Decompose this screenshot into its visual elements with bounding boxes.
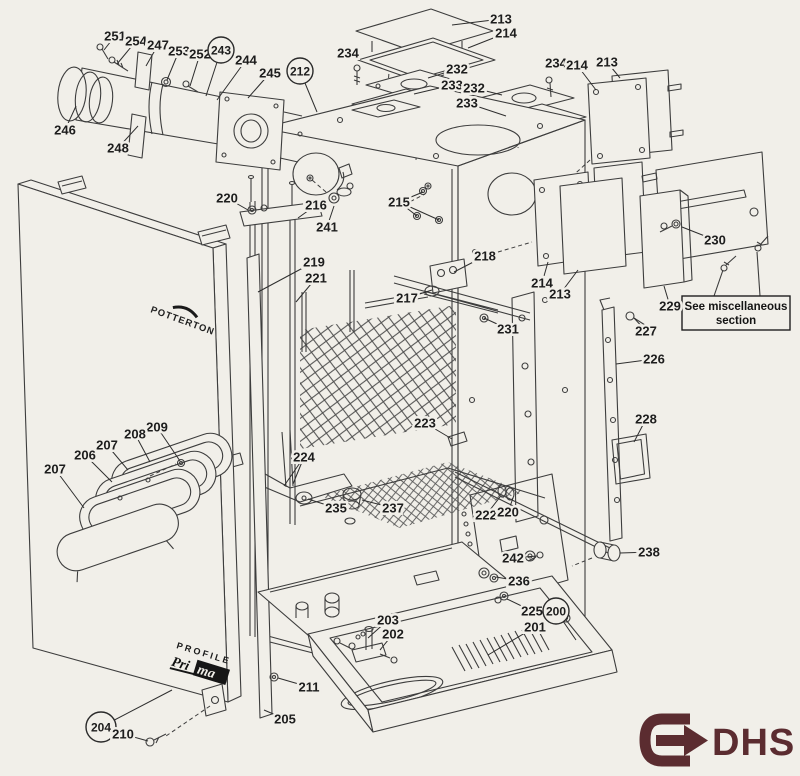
part-label: 222 [475,508,497,523]
part-label: 226 [643,352,665,367]
part-label: 237 [382,501,404,516]
note-line-2: section [716,315,756,327]
part-label: 245 [259,66,281,81]
part-label: 215 [388,195,410,210]
part-label: 231 [497,322,519,337]
part-label: 248 [107,141,129,156]
part-label: 213 [490,12,512,27]
rail-226 [599,297,623,542]
cabinet-shell [221,85,621,691]
frame-228 [611,433,651,485]
part-label: 241 [316,220,338,235]
part-label: 229 [659,299,681,314]
base-tray [257,541,521,643]
part-label: 227 [635,324,657,339]
base-fixings [478,551,544,604]
part-label: 217 [396,291,418,306]
circled-part-label [85,711,117,743]
front-door-panel: POTTERTON PROFILE Pri [17,175,273,747]
part-label: 204 [91,721,111,735]
part-label: 214 [495,26,517,41]
part-label: 233 [456,96,478,111]
door-hinge-bracket [145,683,227,747]
part-label: 214 [531,276,553,291]
part-label: 254 [125,34,147,49]
part-label: 221 [305,271,327,286]
part-label: 247 [147,38,169,53]
screw-234-left [353,64,361,85]
part-label: 203 [377,613,399,628]
note-box: See miscellaneous section [681,251,791,331]
part-label: 212 [290,65,310,79]
part-label: 220 [216,191,238,206]
part-label: 207 [44,462,66,477]
injector-manifold [364,258,531,323]
right-side-parts [533,151,769,542]
part-label: 213 [596,55,618,70]
burner-drawer [269,575,618,733]
part-label: 235 [325,501,347,516]
gas-inlet-pipe [454,471,621,567]
top-right-plates [587,69,684,165]
part-label: 243 [211,44,231,58]
part-label: 225 [521,604,543,619]
flue-assembly [57,43,303,171]
part-label: 216 [305,198,327,213]
svg-text:ma: ma [195,663,216,683]
publisher-logo: DHS [639,713,795,767]
circled-part-label [542,597,570,625]
part-label: 228 [635,412,657,427]
part-label: 205 [274,712,296,727]
part-label: 208 [124,427,146,442]
burner-bed-mesh [299,462,546,528]
circled-part-label [286,57,314,85]
screw-234-right [545,76,554,98]
part-label: 213 [549,287,571,302]
pilot-valve [333,625,398,664]
note-line-1: See miscellaneous [685,301,788,313]
part-label: 233 [441,78,463,93]
part-label: 211 [299,680,320,695]
dhs-arrow-shaft [656,735,686,746]
part-label: 242 [502,551,524,566]
heat-exchanger-mesh [300,270,456,449]
part-label: 206 [74,448,96,463]
part-label: 253 [168,44,190,59]
part-label: 244 [235,53,257,68]
circled-part-label [207,36,235,64]
part-label: 234 [545,56,567,71]
part-label: 207 [96,438,118,453]
dhs-arrow-head [684,725,708,756]
part-label: 214 [566,58,588,73]
part-label: 238 [638,545,660,560]
part-label: 220 [497,505,519,520]
part-label: 209 [146,420,168,435]
part-label: 202 [382,627,404,642]
part-label: 251 [104,29,126,44]
bracket-229 [639,189,693,289]
part-label: 236 [508,574,530,589]
part-label: 232 [463,81,485,96]
part-label: 200 [546,605,566,619]
part-label: 219 [303,255,325,270]
part-label: 223 [414,416,436,431]
part-label: 232 [446,62,468,77]
part-label: 218 [474,249,496,264]
gas-cock [306,163,353,204]
part-label: 224 [293,450,315,465]
publisher-name: DHS [712,722,795,764]
part-label: 252 [189,47,211,62]
part-label: 230 [704,233,726,248]
dhs-emblem-ring [639,713,690,767]
part-label: 234 [337,46,359,61]
part-label: 201 [524,620,546,635]
louvre-stack [56,432,233,583]
part-label: 246 [54,123,76,138]
screw-230 [659,219,681,233]
misc-screws [625,235,769,326]
part-label: 210 [112,727,134,742]
